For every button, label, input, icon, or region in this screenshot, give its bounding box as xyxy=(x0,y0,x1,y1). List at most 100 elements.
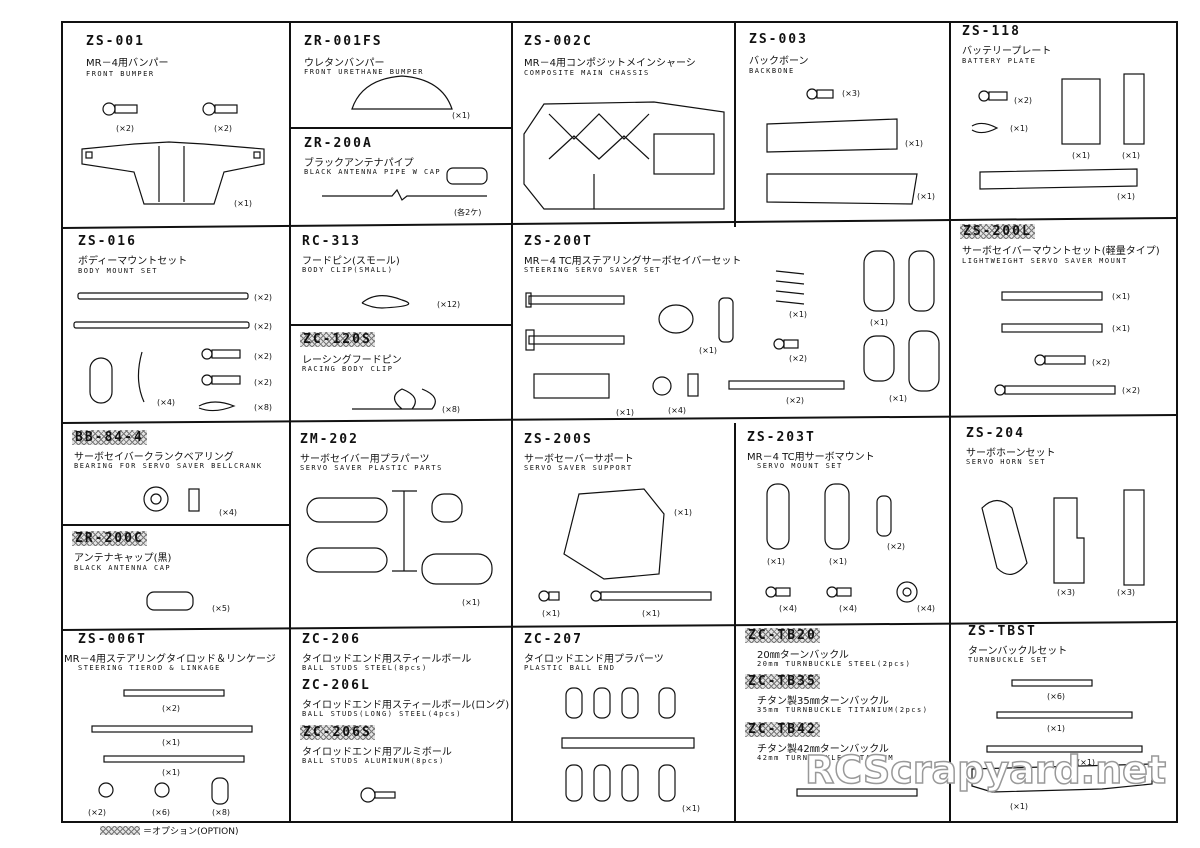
qty-label: (×3) xyxy=(842,89,861,98)
qty-label: (×4) xyxy=(779,604,798,613)
qty-label: (×8) xyxy=(254,403,273,412)
turnbuckle-set-drawing xyxy=(971,679,1153,793)
qty-label: (×2) xyxy=(214,124,233,133)
body-mount-drawing xyxy=(73,292,250,412)
qty-label: (×6) xyxy=(1047,692,1066,701)
qty-label: (×2) xyxy=(1014,96,1033,105)
part-name-jp: MR－4用ステアリングタイロッド＆リンケージ xyxy=(64,654,276,665)
part-name-jp: タイロッドエンド用プラパーツ xyxy=(524,654,664,665)
watermark-text: RCScrapyard.net xyxy=(804,747,1167,793)
part-code: ZS-TBST xyxy=(968,624,1037,639)
part-code-option: ZC-TB20 xyxy=(745,628,820,643)
qty-label: (×2) xyxy=(786,396,805,405)
part-name-en: SERVO HORN SET xyxy=(966,458,1047,466)
part-name-jp: サーボセイバークランクベアリング xyxy=(74,452,234,463)
qty-label: (×2) xyxy=(254,378,273,387)
cell-zs-003: ZS-003 バックボーン BACKBONE (×3) (×1) (×1) xyxy=(737,24,948,226)
cell-zr-200c: ZR-200C アンテナキャップ(黒) BLACK ANTENNA CAP (×… xyxy=(64,527,288,628)
part-name-jp: ターンバックルセット xyxy=(968,646,1068,657)
part-name-jp: フードピン(スモール) xyxy=(302,256,400,267)
qty-label: (×1) xyxy=(1117,192,1136,201)
ball-stud-drawing xyxy=(360,787,396,803)
qty-label: (×2) xyxy=(1122,386,1141,395)
qty-label: (×4) xyxy=(157,398,176,407)
part-name-en: BATTERY PLATE xyxy=(962,57,1037,65)
part-name-en: COMPOSITE MAIN CHASSIS xyxy=(524,69,650,77)
qty-label: (×1) xyxy=(889,394,908,403)
part-name-en: BACKBONE xyxy=(749,67,795,75)
part-name-jp: サーボホーンセット xyxy=(966,448,1056,459)
qty-label: (×1) xyxy=(1122,151,1141,160)
servo-support-drawing xyxy=(538,488,712,602)
qty-label: (×1) xyxy=(452,111,471,120)
part-name-en: SERVO MOUNT SET xyxy=(757,462,843,470)
cell-zs-118: ZS-118 バッテリープレート BATTERY PLATE (×2) (×1)… xyxy=(952,24,1175,220)
part-name-en: BODY MOUNT SET xyxy=(78,267,159,275)
part-name-en: BALL STUDS STEEL(8pcs) xyxy=(302,664,428,672)
part-name-jp: バックボーン xyxy=(749,56,809,67)
cell-zr-001fs: ZR-001FS ウレタンバンパー FRONT URETHANE BUMPER … xyxy=(292,24,510,126)
servo-saver-set-drawing xyxy=(525,250,940,399)
front-bumper-drawing xyxy=(81,102,265,205)
cell-zs-006t: ZS-006T MR－4用ステアリングタイロッド＆リンケージ STEERING … xyxy=(64,632,288,820)
part-code: RC-313 xyxy=(302,234,361,249)
qty-label: (×1) xyxy=(789,310,808,319)
qty-label: (×1) xyxy=(642,609,661,618)
part-name-jp: MR－4用バンパー xyxy=(86,58,169,69)
cell-zc-tb-group: ZC-TB20 20㎜ターンバックル 20mm TURNBUCKLE STEEL… xyxy=(737,626,948,820)
part-code: ZS-200T xyxy=(524,234,593,249)
antenna-pipe-drawing xyxy=(322,167,488,201)
qty-label: (×1) xyxy=(462,598,481,607)
servo-horn-drawing xyxy=(981,489,1145,586)
racing-clip-drawing xyxy=(352,388,436,410)
lightweight-mount-drawing xyxy=(994,291,1116,396)
qty-label: (×4) xyxy=(917,604,936,613)
qty-label: (×4) xyxy=(839,604,858,613)
part-code: ZS-003 xyxy=(749,32,808,47)
qty-label: (×8) xyxy=(442,405,461,414)
part-name-en: STEERING TIEROD & LINKAGE xyxy=(78,664,221,672)
qty-label: (×1) xyxy=(917,192,936,201)
part-code-option: ZR-200C xyxy=(72,531,147,546)
part-name-en: 20mm TURNBUCKLE STEEL(2pcs) xyxy=(757,660,912,668)
part-code-option: ZC-206S xyxy=(300,725,375,740)
battery-plate-drawing xyxy=(971,73,1145,190)
qty-label: (×1) xyxy=(1047,724,1066,733)
qty-label: (×1) xyxy=(1112,292,1131,301)
part-name-jp: 20㎜ターンバックル xyxy=(757,650,849,661)
qty-label: (×8) xyxy=(212,808,231,817)
part-name-en: 42mm TURNBUCKLE TITANIUM xyxy=(757,754,895,762)
part-name-jp: チタン製42㎜ターンバックル xyxy=(757,744,889,755)
part-name-jp: サーボセーバーサポート xyxy=(524,454,634,465)
bearing-drawing xyxy=(143,486,200,512)
part-code: ZS-006T xyxy=(78,632,147,647)
antenna-cap-drawing xyxy=(146,591,194,611)
part-code: ZR-001FS xyxy=(304,34,383,49)
part-name-en: TURNBUCKLE SET xyxy=(968,656,1049,664)
qty-label: (×3) xyxy=(1117,588,1136,597)
qty-label: (×2) xyxy=(88,808,107,817)
part-name-en: BALL STUDS ALUMINUM(8pcs) xyxy=(302,757,445,765)
qty-label: (×1) xyxy=(234,199,253,208)
qty-label: (×2) xyxy=(1092,358,1111,367)
cell-zs-204: ZS-204 サーボホーンセット SERVO HORN SET (×3) (×3… xyxy=(952,418,1175,620)
qty-label: (×1) xyxy=(870,318,889,327)
part-code: ZM-202 xyxy=(300,432,359,447)
part-name-en: 35mm TURNBUCKLE TITANIUM(2pcs) xyxy=(757,706,929,714)
part-name-jp: サーボセイバーマウントセット(軽量タイプ) xyxy=(962,246,1160,257)
cell-zs-200l: ZS-200L サーボセイバーマウントセット(軽量タイプ) LIGHTWEIGH… xyxy=(952,222,1175,414)
part-name-en: FRONT URETHANE BUMPER xyxy=(304,68,425,76)
part-name-jp: ウレタンバンパー xyxy=(304,58,385,69)
urethane-bumper-drawing xyxy=(351,75,453,110)
qty-label: (×1) xyxy=(829,557,848,566)
part-code: ZS-200S xyxy=(524,432,593,447)
part-code-option: ZC-TB42 xyxy=(745,722,820,737)
cell-zc-120s: ZC-120S レーシングフードピン RACING BODY CLIP (×8) xyxy=(292,327,510,422)
part-name-jp: アンテナキャップ(黒) xyxy=(74,553,172,564)
part-name-jp: MR－4 TC用サーボマウント xyxy=(747,452,875,463)
plastic-parts-drawing xyxy=(306,490,493,585)
cell-zs-tbst: ZS-TBST ターンバックルセット TURNBUCKLE SET (×6) (… xyxy=(952,624,1175,820)
qty-label: (×2) xyxy=(162,704,181,713)
